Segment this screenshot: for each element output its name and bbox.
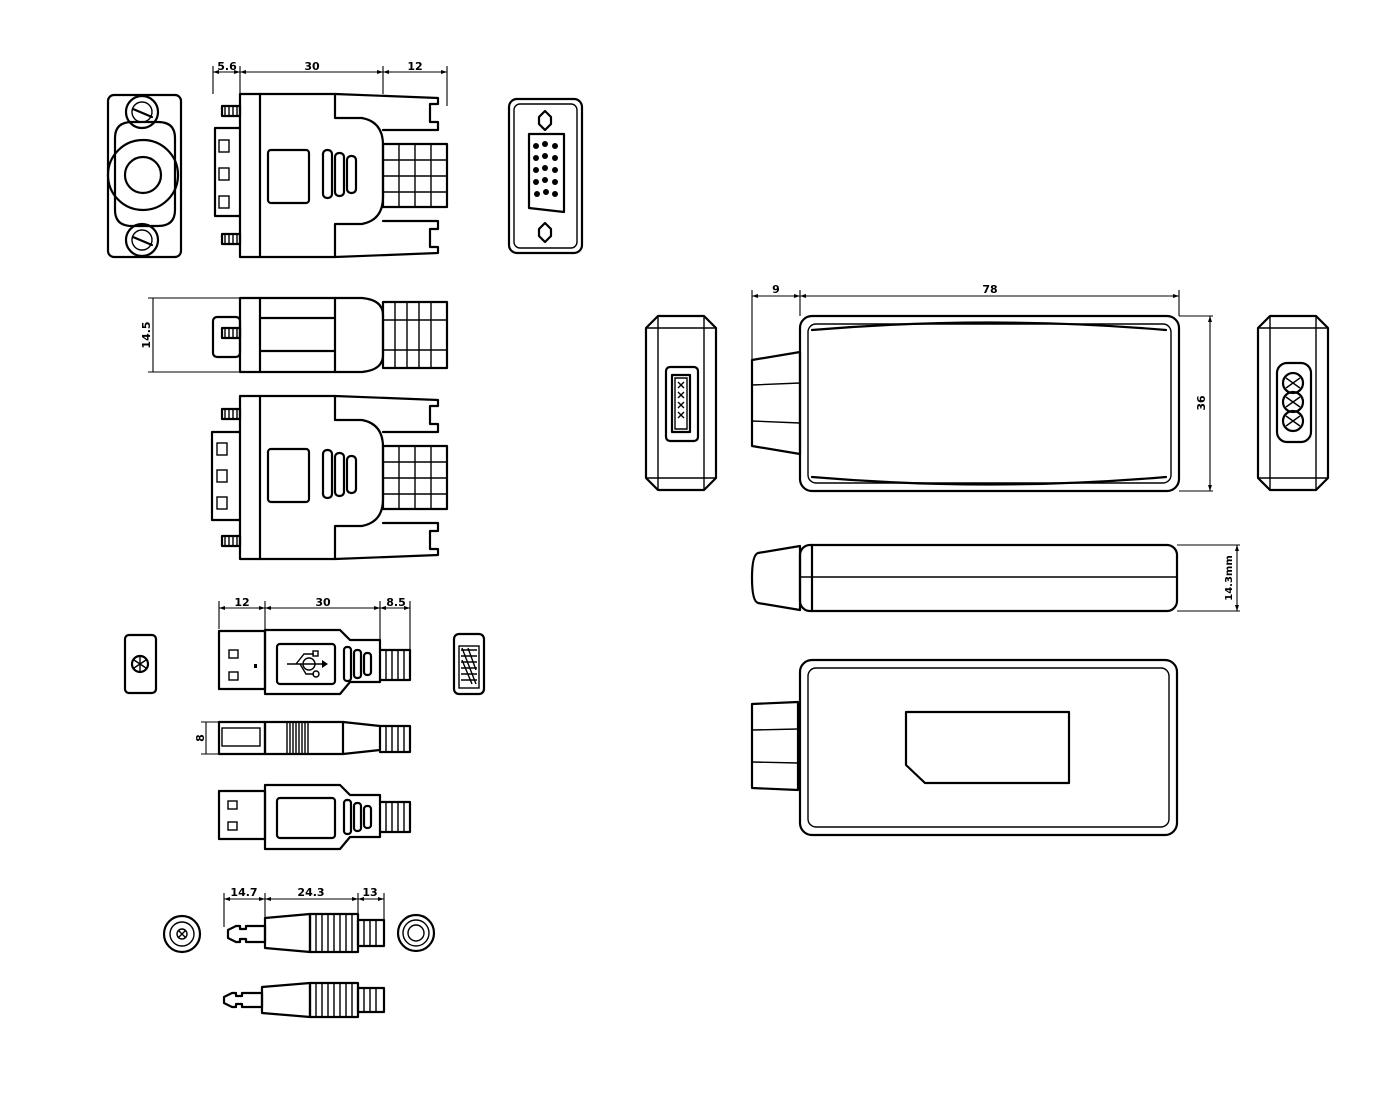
hdmi-end-view-left [644, 314, 718, 492]
vga-bottom-view [210, 394, 449, 561]
vga-dim-body: 30 [304, 60, 320, 73]
hdmi-end-view-right [1256, 314, 1330, 492]
usb-plug-top-view [217, 628, 412, 696]
hdmi-dongle-top-view [750, 314, 1181, 493]
usb-side-view [217, 720, 412, 756]
vga-dim-left: 5.6 [217, 60, 237, 73]
usb-bottom-view [217, 783, 412, 851]
usb-dim-height: 8 [194, 734, 207, 742]
hdmi-dim-body: 78 [982, 283, 997, 296]
hdmi-dim-thickness: 14.3mm [1224, 555, 1235, 601]
audio-jack-dimension-lines [223, 893, 385, 927]
vga-dim-height: 14.5 [140, 321, 153, 348]
jack-dim-body: 24.3 [297, 886, 324, 899]
audio-jack-side-view [222, 981, 386, 1019]
usb-dim-left: 12 [234, 596, 249, 609]
hdmi-dongle-side-view [750, 543, 1179, 613]
vga-connector-face-view [507, 97, 584, 255]
audio-jack-end-view [162, 914, 202, 954]
usb-trident-icon [287, 650, 328, 678]
vga-connector-top-view [213, 92, 449, 259]
audio-jack-top-view [226, 912, 386, 954]
usb-dim-body: 30 [315, 596, 331, 609]
usb-dimension-lines [201, 601, 411, 755]
jack-dim-left: 14.7 [230, 886, 257, 899]
usb-dim-right: 8.5 [386, 596, 406, 609]
audio-jack-back-view [396, 913, 436, 953]
vga-connector-end-view [106, 93, 183, 259]
jack-dim-right: 13 [362, 886, 377, 899]
usb-end-view [123, 633, 158, 695]
vga-dimension-lines [148, 66, 448, 373]
hdmi-dongle-bottom-view [750, 658, 1179, 837]
hdmi-dimension-lines [751, 290, 1240, 612]
hdmi-dim-left: 9 [772, 283, 780, 296]
vga-dim-right: 12 [407, 60, 422, 73]
vga-side-view [211, 296, 449, 374]
vga-pins [533, 141, 558, 197]
usb-socket-face-view [452, 632, 486, 696]
hdmi-dim-height: 36 [1195, 395, 1208, 411]
